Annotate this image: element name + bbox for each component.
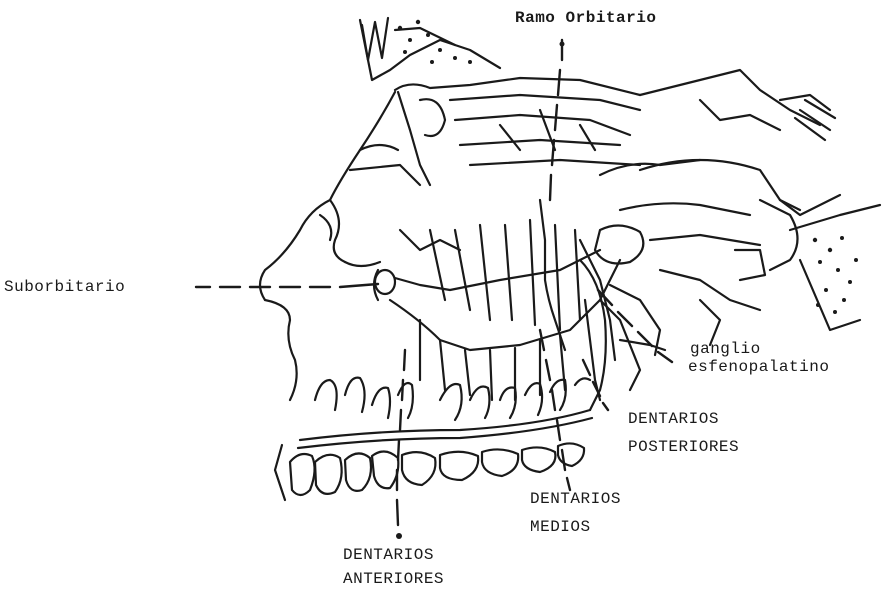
- label-suborbitario: Suborbitario: [4, 278, 125, 296]
- label-ganglio-line1: ganglio: [690, 340, 761, 358]
- label-dentarios-medios-line1: DENTARIOS: [530, 490, 621, 508]
- leader-dentarios-medios: [540, 330, 570, 490]
- label-dentarios-medios-line2: MEDIOS: [530, 518, 591, 536]
- leader-dentarios-anteriores: [397, 350, 405, 525]
- zygomatic-region: [580, 260, 760, 410]
- leader-ganglio: [598, 290, 672, 362]
- leader-suborbitario: [196, 284, 378, 287]
- label-dentarios-posteriores-line2: POSTERIORES: [628, 438, 739, 456]
- frontal-bone: [360, 18, 500, 80]
- face-profile: [260, 92, 420, 400]
- label-ganglio-line2: esfenopalatino: [688, 358, 829, 376]
- orbit-region: [395, 78, 700, 185]
- label-dentarios-posteriores-line1: DENTARIOS: [628, 410, 719, 428]
- label-dentarios-anteriores-line1: DENTARIOS: [343, 546, 434, 564]
- tooth-roots: [315, 378, 590, 420]
- upper-teeth: [275, 410, 592, 500]
- label-ramo-orbitario: Ramo Orbitario: [515, 9, 656, 27]
- label-dentarios-anteriores-line2: ANTERIORES: [343, 570, 444, 588]
- leader-ramo-orbitario: [550, 40, 562, 200]
- leader-lines: [196, 40, 672, 539]
